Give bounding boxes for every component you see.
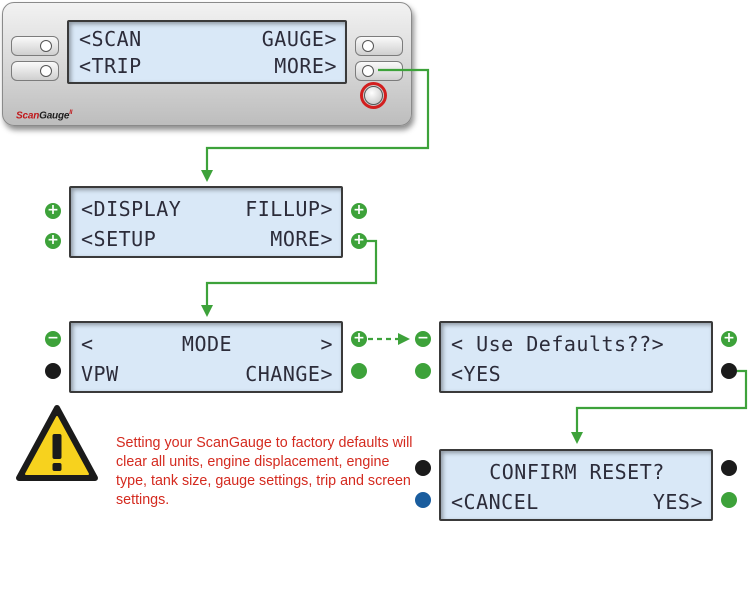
black-button[interactable]: [45, 363, 61, 379]
plus-button[interactable]: +: [45, 203, 61, 219]
flow-connectors: [16, 68, 748, 481]
plus-button[interactable]: +: [45, 233, 61, 249]
menu-line1-right: FILLUP>: [245, 197, 333, 221]
device-button-top-left[interactable]: [11, 36, 59, 56]
confirm-line1-center: CONFIRM RESET?: [489, 460, 665, 484]
mode-line1-center: MODE: [181, 332, 233, 356]
minus-icon: −: [47, 330, 59, 346]
defaults-line2-left: <YES: [451, 362, 502, 386]
device-line2-right: MORE>: [274, 54, 337, 78]
minus-icon: −: [417, 330, 429, 346]
device-button-top-right[interactable]: [355, 36, 403, 56]
highlight-ring: [360, 82, 387, 109]
device-button-bottom-left[interactable]: [11, 61, 59, 81]
green-button[interactable]: [721, 492, 737, 508]
device-line1-right: GAUGE>: [261, 27, 337, 51]
minus-button[interactable]: −: [415, 331, 431, 347]
device-line1-left: <SCAN: [79, 27, 142, 51]
mode-line2-right: CHANGE>: [245, 362, 333, 386]
plus-button[interactable]: +: [351, 203, 367, 219]
mode-line1-right: >: [320, 332, 333, 356]
mode-line2-left: VPW: [81, 362, 119, 386]
brand-logo: ScanGaugeII: [16, 110, 73, 122]
green-button[interactable]: [415, 363, 431, 379]
minus-button[interactable]: −: [45, 331, 61, 347]
arrow-device-to-menu: [201, 68, 430, 182]
device-line2-left: <TRIP: [79, 54, 142, 78]
device-round-button[interactable]: [364, 86, 383, 105]
plus-icon: +: [353, 202, 365, 218]
green-button[interactable]: [351, 363, 367, 379]
menu-line2-right: MORE>: [270, 227, 333, 251]
arrow-defaults-to-confirm: [571, 369, 748, 444]
plus-icon: +: [353, 232, 365, 248]
plus-icon: +: [47, 232, 59, 248]
menu-screen: <DISPLAY FILLUP> <SETUP MORE>: [69, 186, 343, 258]
black-button[interactable]: [721, 363, 737, 379]
plus-icon: +: [723, 330, 735, 346]
plus-icon: +: [47, 202, 59, 218]
black-button[interactable]: [415, 460, 431, 476]
mode-screen: < MODE > VPW CHANGE>: [69, 321, 343, 393]
arrow-menu-to-mode: [201, 239, 378, 317]
plus-button[interactable]: +: [351, 331, 367, 347]
device-lcd: <SCAN GAUGE> <TRIP MORE>: [67, 20, 347, 84]
defaults-line1: < Use Defaults??>: [451, 332, 665, 356]
confirm-line2-left: <CANCEL: [451, 490, 539, 514]
plus-button[interactable]: +: [351, 233, 367, 249]
menu-line1-left: <DISPLAY: [81, 197, 182, 221]
warning-triangle-icon: [16, 405, 98, 481]
defaults-screen: < Use Defaults??> <YES: [439, 321, 713, 393]
mode-line1-left: <: [81, 332, 94, 356]
blue-button[interactable]: [415, 492, 431, 508]
menu-line2-left: <SETUP: [81, 227, 157, 251]
confirm-line2-right: YES>: [652, 490, 703, 514]
black-button[interactable]: [721, 460, 737, 476]
warning-text: Setting your ScanGauge to factory defaul…: [116, 435, 413, 508]
confirm-screen: CONFIRM RESET? <CANCEL YES>: [439, 449, 713, 521]
plus-button[interactable]: +: [721, 331, 737, 347]
plus-icon: +: [353, 330, 365, 346]
